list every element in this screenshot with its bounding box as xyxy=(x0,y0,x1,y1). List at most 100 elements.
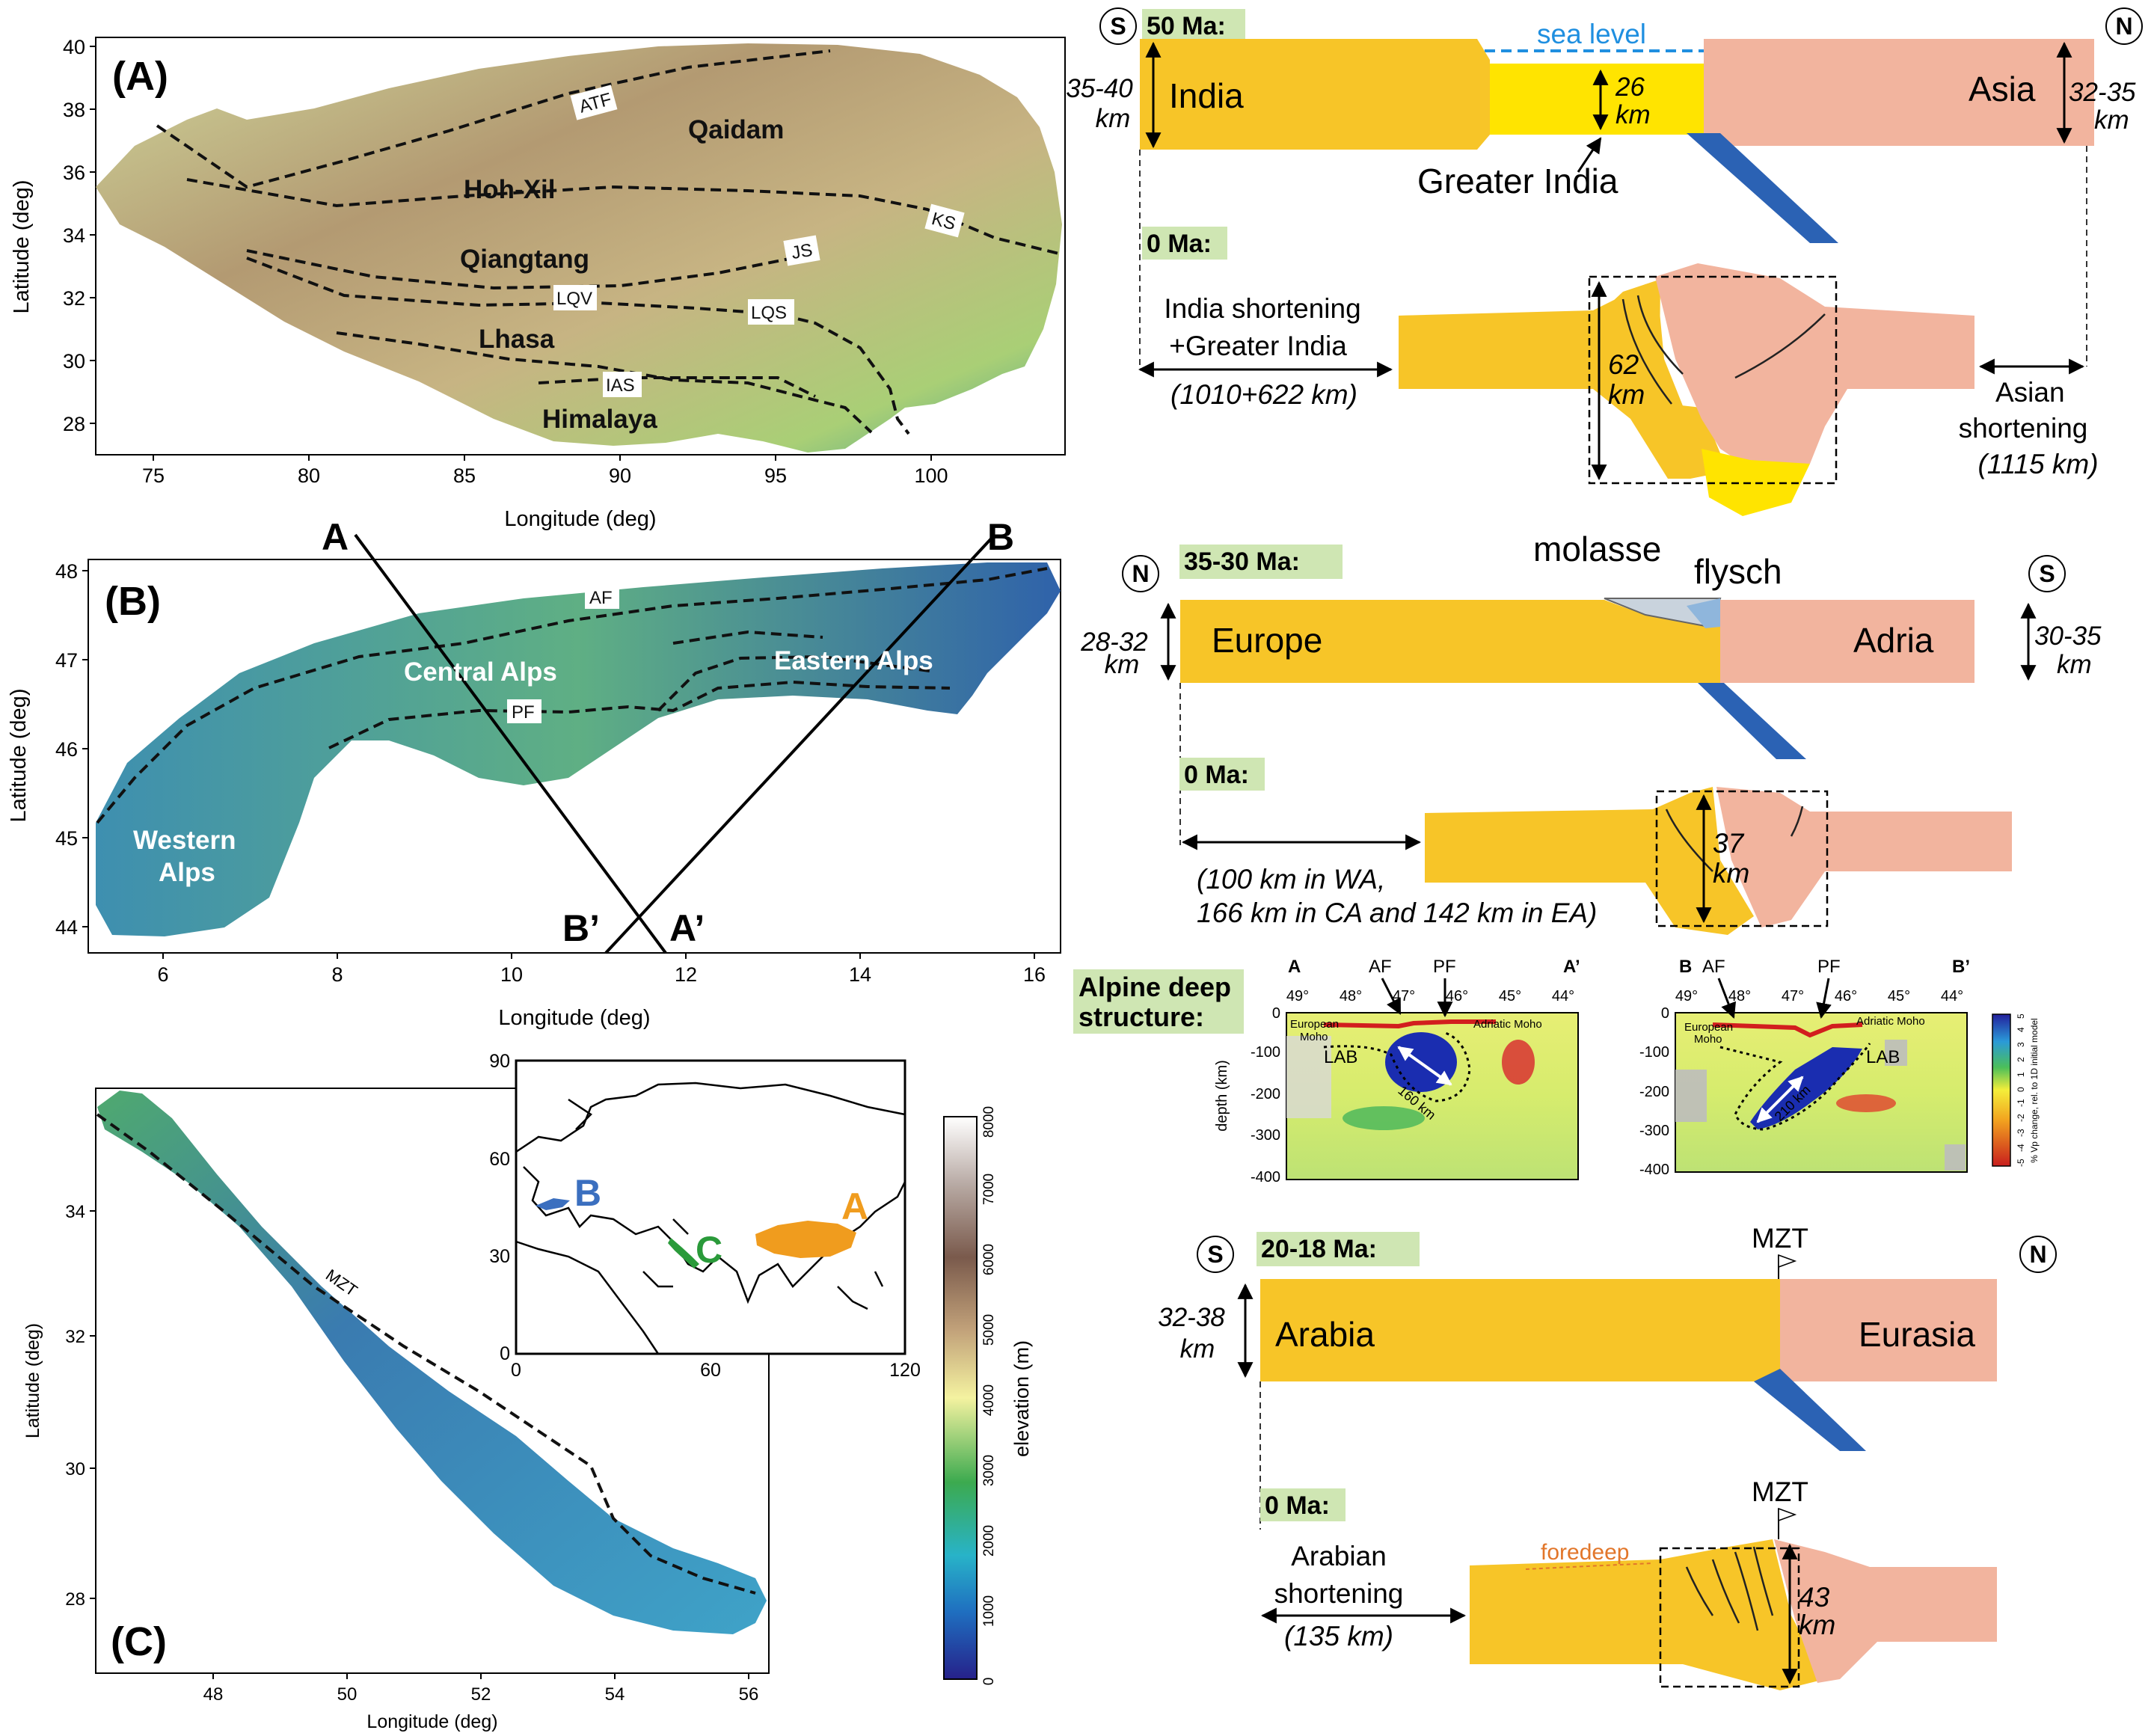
tomo-a-end-right: A’ xyxy=(1563,957,1580,977)
panel-c-ytick: 30 xyxy=(65,1459,85,1479)
tomo-b-ytick: -400 xyxy=(1639,1162,1669,1178)
europe-block-0ma xyxy=(1425,787,1754,935)
panel-c-y-ticks: 34 32 30 28 xyxy=(65,1202,96,1610)
panel-a-xtick: 85 xyxy=(453,464,476,487)
tomo-b-mask-left xyxy=(1675,1070,1707,1122)
vp-tick: -2 xyxy=(2016,1114,2026,1122)
panel-a-xtick: 100 xyxy=(914,464,948,487)
vp-tick: -3 xyxy=(2016,1129,2026,1137)
panel-c-ytick: 32 xyxy=(65,1327,85,1347)
europe-thickness-unit: km xyxy=(1105,650,1140,679)
tomo-a-euro-moho-2: Moho xyxy=(1300,1031,1328,1043)
age-50ma: 50 Ma: xyxy=(1147,12,1226,40)
age-badge-50ma xyxy=(1142,9,1245,42)
cb-tick: 8000 xyxy=(981,1106,997,1138)
zagros-thickness-now: 43 xyxy=(1799,1582,1830,1613)
vp-colorbar: -5 -4 -3 -2 -1 0 1 2 3 4 5 % Vp change, … xyxy=(1992,1013,2040,1167)
adria-block xyxy=(1720,600,1974,683)
eurasia-block-0ma xyxy=(1774,1539,1997,1683)
panel-c-xtick: 54 xyxy=(605,1684,625,1705)
panel-b-fault-labels: AF PF xyxy=(507,585,619,723)
age-badge-0ma-alps xyxy=(1179,758,1265,791)
arabia-block xyxy=(1260,1279,1780,1381)
inset-label-b: B xyxy=(574,1172,601,1214)
tomo-b-af: AF xyxy=(1702,957,1725,977)
panel-c-x-ticks: 48 50 52 54 56 xyxy=(203,1673,758,1705)
tomo-b-red-anomaly xyxy=(1836,1094,1896,1112)
compass-s-alps: S xyxy=(2039,560,2055,587)
panel-b-xtick: 6 xyxy=(157,963,168,986)
asia-block-50ma xyxy=(1704,39,2094,146)
tomo-section-a: 160 km European Moho Adriatic Moho LAB A… xyxy=(1214,957,1580,1186)
cb-tick: 5000 xyxy=(981,1314,997,1346)
panel-a-y-ticks: 40 38 36 34 32 30 28 xyxy=(63,36,96,435)
inset-y-ticks: 90 60 30 0 xyxy=(489,1051,510,1364)
panel-b-xtick: 14 xyxy=(849,963,871,986)
inset-x-ticks: 0 60 120 xyxy=(511,1360,921,1381)
fault-label-lqv: LQV xyxy=(556,289,592,309)
panel-a-tag: (A) xyxy=(112,54,168,99)
tomo-b-euro-moho-2: Moho xyxy=(1694,1033,1722,1046)
tomo-b-lab-label: LAB xyxy=(1866,1047,1900,1067)
panel-b-ytick: 47 xyxy=(55,649,78,672)
tomo-a-ytick: -200 xyxy=(1251,1086,1280,1102)
tomo-a-ytick: 0 xyxy=(1272,1005,1280,1022)
india-label: India xyxy=(1169,76,1244,115)
tomo-a-xticks: 49° 48° 47° 46° 45° 44° xyxy=(1286,988,1574,1005)
tomo-ylabel: depth (km) xyxy=(1214,1060,1230,1132)
panel-b-xtick: 16 xyxy=(1023,963,1046,986)
arabian-shortening-line2: shortening xyxy=(1274,1578,1404,1609)
elevation-colorbar-ticks: 0 1000 2000 3000 4000 5000 6000 7000 800… xyxy=(981,1106,997,1685)
deep-structure-label-2: structure: xyxy=(1078,1002,1204,1032)
tomo-b-end-right: B’ xyxy=(1952,957,1970,977)
tomo-b-ytick: -200 xyxy=(1639,1084,1669,1100)
panel-a-xtick: 90 xyxy=(609,464,631,487)
tomo-section-b: 210 km European Moho Adriatic Moho LAB B… xyxy=(1639,957,1970,1178)
profile-label-a: A xyxy=(322,516,349,558)
tibet-thickness-now: 62 xyxy=(1608,349,1639,380)
adria-thickness: 30-35 xyxy=(2034,622,2102,651)
fault-label-af: AF xyxy=(589,588,613,608)
tomo-a-xtick: 49° xyxy=(1286,988,1309,1005)
alps-sections: N 35-30 Ma: S molasse flysch Europe Adri… xyxy=(1080,530,2102,935)
age-badge-35ma xyxy=(1179,545,1343,579)
inset-region-b xyxy=(536,1198,570,1210)
compass-n-alps-circle xyxy=(1122,555,1159,592)
vp-tick: 2 xyxy=(2016,1057,2026,1062)
cb-tick: 1000 xyxy=(981,1595,997,1627)
deep-structure-badge xyxy=(1073,969,1244,1034)
compass-n-zagros: N xyxy=(2029,1241,2046,1268)
tomo-b-xtick: 45° xyxy=(1888,988,1910,1005)
tomo-b-xtick: 48° xyxy=(1728,988,1751,1005)
vp-tick: 4 xyxy=(2016,1027,2026,1032)
panel-c-ytick: 28 xyxy=(65,1589,85,1610)
india-thickness-unit: km xyxy=(1096,104,1131,133)
vp-colorbar-gradient xyxy=(1992,1013,2011,1167)
cb-tick: 4000 xyxy=(981,1384,997,1416)
arabia-thickness-unit: km xyxy=(1180,1334,1215,1364)
panel-a-ytick: 40 xyxy=(63,36,85,58)
asian-shortening-value: (1115 km) xyxy=(1977,449,2098,479)
tomo-a-mask-left xyxy=(1286,1036,1331,1118)
panel-a-ytick: 38 xyxy=(63,99,85,121)
inset-ytick: 90 xyxy=(489,1051,510,1072)
compass-s-circle xyxy=(1099,7,1137,45)
region-hoh-xil: Hoh-Xil xyxy=(464,175,555,204)
age-0ma-alps: 0 Ma: xyxy=(1184,761,1249,789)
tomo-b-ytick: -100 xyxy=(1639,1044,1669,1061)
cb-tick: 0 xyxy=(981,1678,997,1686)
profile-b-line xyxy=(604,533,996,954)
fault-label-ias: IAS xyxy=(606,375,635,396)
tomo-a-xtick: 45° xyxy=(1499,988,1521,1005)
tomo-a-yticks: 0 -100 -200 -300 -400 xyxy=(1251,1005,1280,1186)
vp-tick: -1 xyxy=(2016,1099,2026,1107)
tomo-b-mask-mid xyxy=(1885,1040,1907,1066)
tomo-a-distance-arrow xyxy=(1397,1046,1452,1086)
tomo-b-ytick: -300 xyxy=(1639,1123,1669,1139)
foredeep-line xyxy=(1525,1562,1654,1570)
cb-tick: 2000 xyxy=(981,1525,997,1556)
eurasia-block xyxy=(1780,1279,1997,1381)
compass-n-circle xyxy=(2105,7,2143,45)
mzt-label-0ma: MZT xyxy=(1752,1476,1808,1507)
